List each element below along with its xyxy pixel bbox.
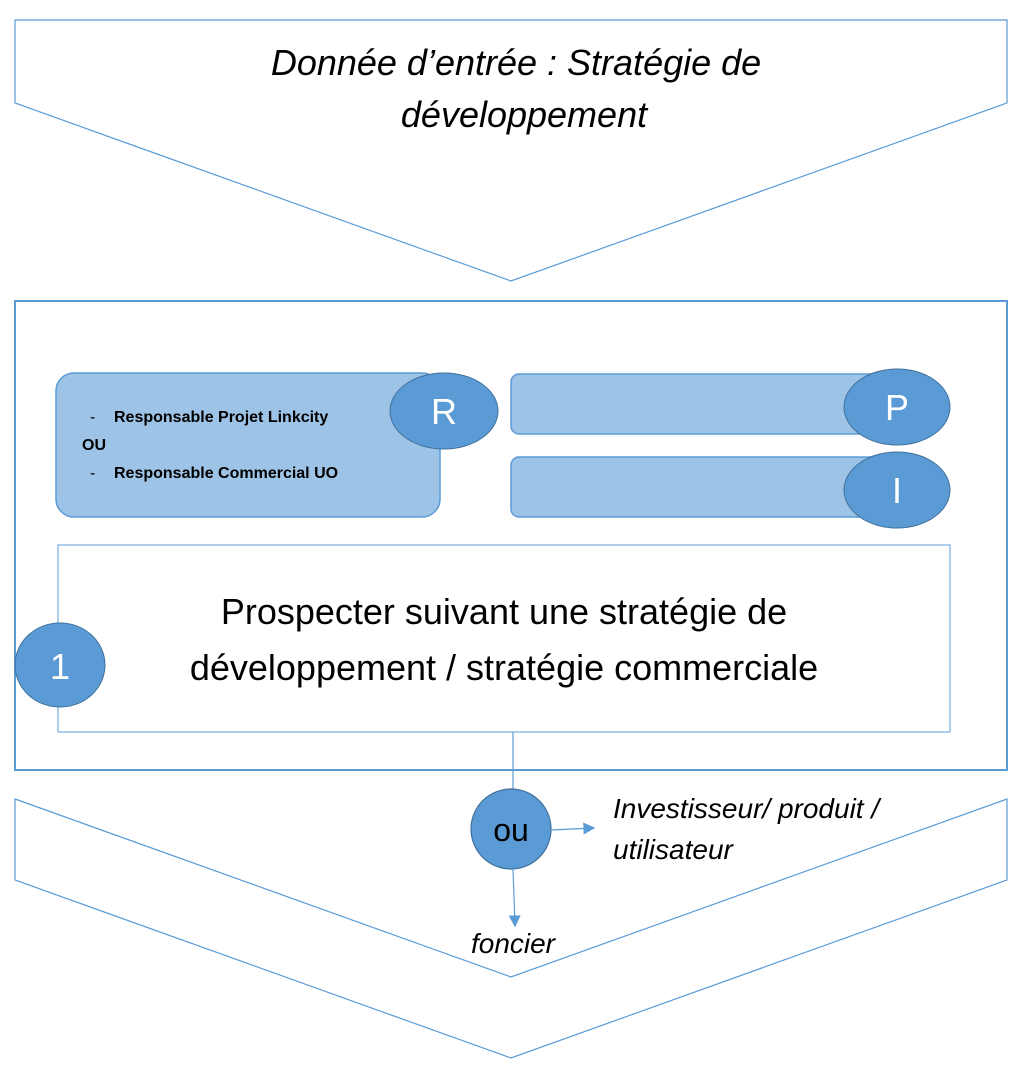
- badge-r-label: R: [431, 391, 457, 432]
- output-chevron: [14, 798, 1008, 1059]
- step-title-line1: Prospecter suivant une stratégie de: [221, 591, 787, 632]
- step-title-line2: développement / stratégie commerciale: [190, 647, 818, 688]
- or-badge: [470, 788, 552, 870]
- branch-down-label: foncier: [471, 928, 557, 959]
- input-title-line2: développement: [401, 94, 649, 135]
- responsible-item-1: Responsable Projet Linkcity: [114, 409, 328, 426]
- step-box: [57, 544, 951, 733]
- responsible-box: [55, 372, 441, 518]
- branch-right-line2: utilisateur: [613, 834, 735, 865]
- badge-i-label: I: [892, 470, 902, 511]
- arrow-right: [550, 822, 596, 835]
- input-chevron: [14, 19, 1008, 282]
- input-title-line1: Donnée d’entrée : Stratégie de: [271, 42, 761, 83]
- badge-p: [843, 368, 951, 446]
- or-label: ou: [493, 812, 529, 848]
- badge-p-label: P: [885, 387, 909, 428]
- dash: -: [90, 465, 95, 482]
- participant-box: [510, 373, 901, 435]
- responsible-item-2: Responsable Commercial UO: [114, 465, 338, 482]
- badge-i: [843, 451, 951, 529]
- arrow-down: [508, 868, 521, 928]
- branch-right-line1: Investisseur/ produit /: [613, 793, 882, 824]
- step-number-badge: [14, 622, 106, 708]
- step-number: 1: [50, 646, 70, 687]
- responsible-or: OU: [82, 437, 106, 454]
- informed-box: [510, 456, 901, 518]
- dash: -: [90, 409, 95, 426]
- badge-r: [389, 372, 499, 450]
